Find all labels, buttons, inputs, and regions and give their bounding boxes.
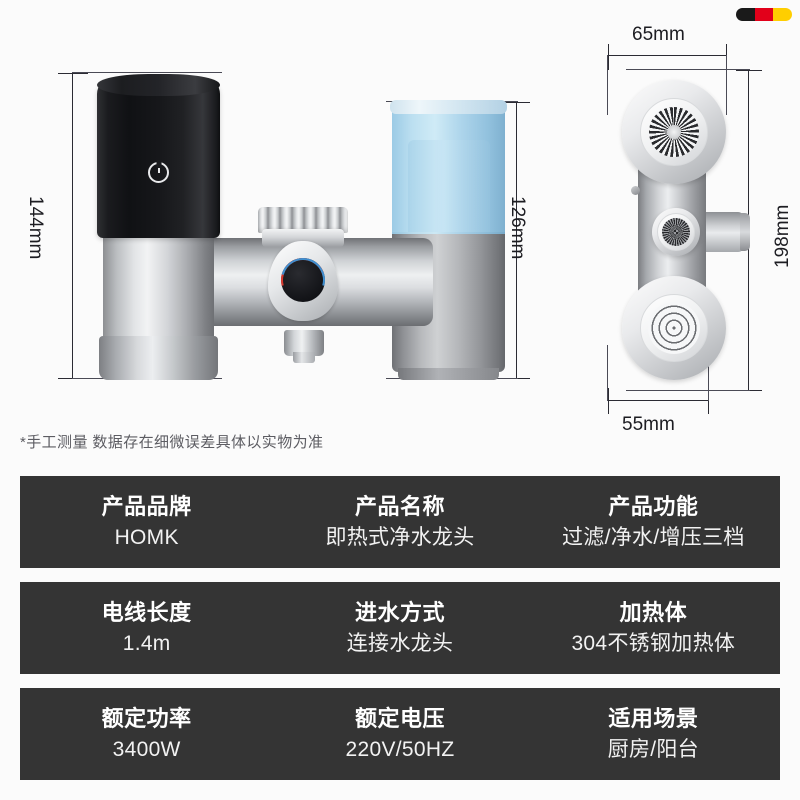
product-front-view: 144mm 126mm — [0, 0, 560, 462]
spec-label: 额定功率 — [101, 706, 192, 732]
spec-row: 额定功率 3400W 额定电压 220V/50HZ 适用场景 厨房/阳台 — [20, 688, 780, 780]
flag-stripe-gold — [773, 8, 792, 21]
filter-top-cap — [390, 100, 507, 114]
spec-value: 220V/50HZ — [345, 737, 455, 761]
dimension-tick-55-right — [708, 388, 709, 414]
nozzle-bottom-perforation-icon — [648, 302, 700, 354]
dimension-line-55 — [608, 400, 708, 401]
spec-cell-product-name: 产品名称 即热式净水龙头 — [273, 476, 526, 568]
spec-value: 过滤/净水/增压三档 — [561, 525, 745, 549]
heater-top-cap — [97, 74, 220, 96]
flag-stripe-black — [736, 8, 755, 21]
heater-black-cylinder — [97, 78, 220, 238]
spec-value: HOMK — [114, 525, 179, 549]
spec-label: 适用场景 — [608, 706, 699, 732]
spec-value: 连接水龙头 — [346, 631, 454, 655]
nozzle-middle-aerator-mesh-icon — [662, 218, 690, 246]
extension-line-65-left — [607, 55, 608, 115]
nozzle-top-hub — [667, 125, 681, 139]
dimension-label-144: 144mm — [25, 196, 46, 260]
spec-value: 3400W — [112, 737, 181, 761]
side-inlet-port-end — [740, 213, 750, 251]
measurement-footnote: *手工测量 数据存在细微误差具体以实物为准 — [20, 434, 324, 451]
extension-line-144-top — [72, 72, 222, 73]
dimension-label-198: 198mm — [772, 204, 793, 268]
product-side-view: 65mm 198mm 55mm — [560, 0, 800, 462]
spec-value: 厨房/阳台 — [607, 737, 699, 761]
side-inlet-port — [700, 212, 744, 252]
side-screw-nub — [631, 186, 640, 195]
spec-label: 产品品牌 — [101, 494, 192, 520]
temperature-dial-face — [281, 258, 325, 302]
spec-label: 产品名称 — [354, 494, 445, 520]
knob-collar — [262, 229, 344, 247]
heater-base — [99, 336, 218, 380]
spec-value: 304不锈钢加热体 — [571, 631, 736, 655]
german-flag-badge — [736, 8, 792, 21]
spec-label: 进水方式 — [354, 600, 445, 626]
extension-line-55-right — [708, 345, 709, 401]
water-outlet — [284, 330, 324, 356]
water-outlet-tip — [293, 352, 315, 363]
dimension-tick-65-left — [608, 44, 609, 70]
dimension-line-126 — [516, 102, 517, 378]
specification-table: 产品品牌 HOMK 产品名称 即热式净水龙头 产品功能 过滤/净水/增压三档 电… — [20, 476, 780, 794]
spec-row: 电线长度 1.4m 进水方式 连接水龙头 加热体 304不锈钢加热体 — [20, 582, 780, 674]
spec-cell-water-inlet: 进水方式 连接水龙头 — [273, 582, 526, 674]
spec-cell-rated-voltage: 额定电压 220V/50HZ — [273, 688, 526, 780]
extension-line-198-bottom — [626, 390, 750, 391]
filter-base — [398, 368, 499, 380]
flag-stripe-red — [754, 8, 774, 21]
heater-steel-neck — [103, 234, 214, 344]
ribbed-knob — [258, 207, 348, 233]
dimension-tick-198-top — [736, 70, 762, 71]
dimension-line-65 — [608, 55, 726, 56]
spec-cell-heating-element: 加热体 304不锈钢加热体 — [527, 582, 780, 674]
extension-line-65-right — [726, 55, 727, 115]
spec-cell-cable-length: 电线长度 1.4m — [20, 582, 273, 674]
spec-cell-use-case: 适用场景 厨房/阳台 — [527, 688, 780, 780]
spec-row: 产品品牌 HOMK 产品名称 即热式净水龙头 产品功能 过滤/净水/增压三档 — [20, 476, 780, 568]
product-diagram-area: 144mm 126mm — [0, 0, 800, 462]
spec-cell-product-function: 产品功能 过滤/净水/增压三档 — [527, 476, 780, 568]
dimension-tick-55-left — [608, 388, 609, 414]
dimension-line-144 — [72, 73, 73, 378]
spec-label: 加热体 — [619, 600, 688, 626]
spec-cell-rated-power: 额定功率 3400W — [20, 688, 273, 780]
spec-label: 产品功能 — [608, 494, 699, 520]
spec-value: 即热式净水龙头 — [325, 525, 475, 549]
spec-label: 额定电压 — [354, 706, 445, 732]
dimension-tick-126-top — [504, 102, 530, 103]
dimension-tick-144-top — [58, 73, 88, 74]
dimension-label-55: 55mm — [622, 414, 675, 435]
spec-value: 1.4m — [122, 631, 171, 655]
extension-line-55-left — [607, 345, 608, 401]
extension-line-198-top — [626, 69, 750, 70]
dimension-label-126: 126mm — [507, 196, 528, 260]
dimension-label-65: 65mm — [632, 24, 685, 45]
power-icon — [148, 162, 169, 183]
filter-cartridge-core — [408, 140, 490, 232]
spec-cell-brand: 产品品牌 HOMK — [20, 476, 273, 568]
spec-label: 电线长度 — [101, 600, 192, 626]
